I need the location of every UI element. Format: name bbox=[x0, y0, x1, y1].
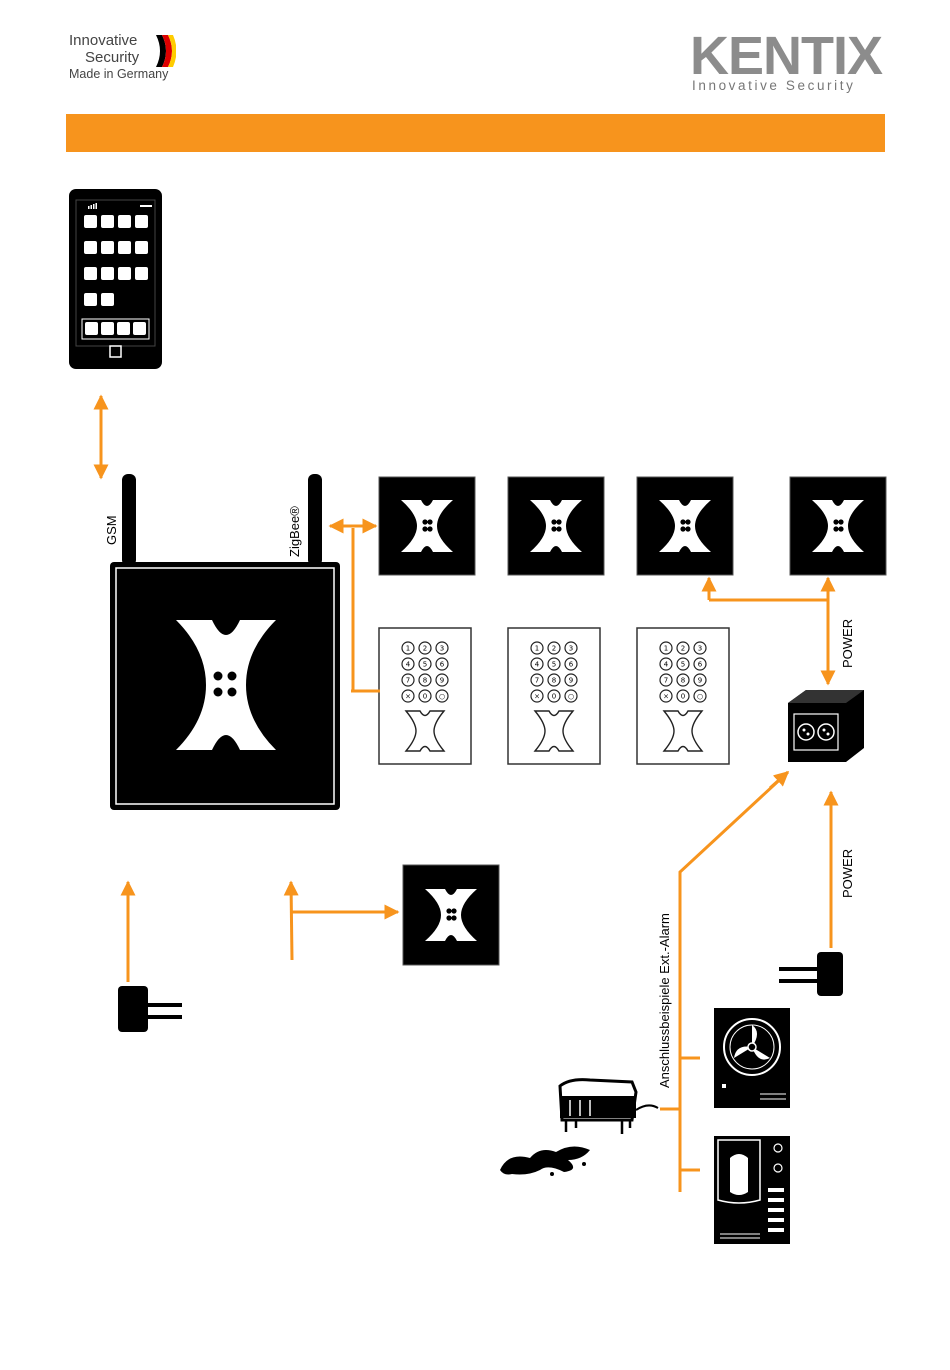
keypad-key-label: 1 bbox=[664, 645, 668, 653]
keypad-key-label: 7 bbox=[535, 677, 539, 685]
app-icon bbox=[84, 241, 97, 254]
app-icon bbox=[135, 215, 148, 228]
keypad-key-label: 7 bbox=[406, 677, 410, 685]
keypad-key-label: 0 bbox=[552, 693, 556, 701]
water-pump-device bbox=[560, 1080, 658, 1134]
keypad-key-label: 9 bbox=[698, 677, 702, 685]
multisensor-4 bbox=[790, 477, 886, 575]
multisensor-5 bbox=[403, 865, 499, 965]
keypad-key-label: 4 bbox=[535, 661, 540, 669]
dock-icon bbox=[117, 322, 130, 335]
app-icon bbox=[101, 293, 114, 306]
keypad-key-label: 6 bbox=[698, 661, 703, 669]
keypad-key-label: 4 bbox=[406, 661, 411, 669]
power-plug-left bbox=[118, 986, 182, 1032]
keypad-key-label: 5 bbox=[423, 661, 427, 669]
gsm-label: GSM bbox=[104, 515, 119, 545]
keypad-key-label: 1 bbox=[406, 645, 410, 653]
power-supply-box bbox=[788, 690, 864, 762]
keypad-key-label: 0 bbox=[681, 693, 685, 701]
app-icon bbox=[84, 215, 97, 228]
power-label-bottom: POWER bbox=[840, 849, 855, 898]
keypad-key-label: 6 bbox=[569, 661, 574, 669]
keypad-key-label: 2 bbox=[552, 645, 556, 653]
keypad-key-label: 8 bbox=[681, 677, 685, 685]
keypad-key-label: 3 bbox=[698, 645, 702, 653]
gsm-antenna bbox=[122, 474, 136, 566]
app-icon bbox=[118, 241, 131, 254]
app-icon bbox=[118, 267, 131, 280]
app-icon bbox=[101, 267, 114, 280]
keypad-key-label: 4 bbox=[664, 661, 669, 669]
ext-alarm-link bbox=[660, 772, 788, 1192]
zigbee-antenna bbox=[308, 474, 322, 566]
keypad-key-label: ○ bbox=[697, 693, 703, 701]
multisensor-2 bbox=[508, 477, 604, 575]
alarm-panel bbox=[714, 1136, 790, 1244]
keypad-key-label: 8 bbox=[423, 677, 427, 685]
keypad-key-label: 9 bbox=[569, 677, 573, 685]
keypad-key-label: 1 bbox=[535, 645, 539, 653]
multisensor-3 bbox=[637, 477, 733, 575]
app-icon bbox=[84, 293, 97, 306]
keypad-key-label: 2 bbox=[681, 645, 685, 653]
keypad-key-label: ○ bbox=[568, 693, 574, 701]
keypad-key-label: 5 bbox=[681, 661, 685, 669]
app-icon bbox=[84, 267, 97, 280]
keypad-key-label: × bbox=[663, 693, 669, 701]
fan-unit bbox=[714, 1008, 790, 1108]
keypad-key-label: 3 bbox=[569, 645, 573, 653]
water-puddle bbox=[500, 1146, 590, 1176]
dock-icon bbox=[101, 322, 114, 335]
power-plug-right bbox=[779, 952, 843, 996]
keypad-key-label: 9 bbox=[440, 677, 444, 685]
app-icon bbox=[101, 215, 114, 228]
keypad-key-label: 0 bbox=[423, 693, 427, 701]
keypad-key-label: 3 bbox=[440, 645, 444, 653]
smartphone bbox=[69, 189, 162, 369]
keypad-key-label: ○ bbox=[439, 693, 445, 701]
keypad-key-label: × bbox=[534, 693, 540, 701]
power-label-top: POWER bbox=[840, 619, 855, 668]
app-icon bbox=[118, 215, 131, 228]
keypad-key-label: 5 bbox=[552, 661, 556, 669]
app-icon bbox=[135, 267, 148, 280]
keypad-key-label: 6 bbox=[440, 661, 445, 669]
keypad-key-label: × bbox=[405, 693, 411, 701]
multisensor-1 bbox=[379, 477, 475, 575]
gateway-device bbox=[110, 562, 340, 810]
keypad-key-label: 2 bbox=[423, 645, 427, 653]
keypad-key-label: 7 bbox=[664, 677, 668, 685]
app-icon bbox=[101, 241, 114, 254]
dock-icon bbox=[133, 322, 146, 335]
keypad-key-label: 8 bbox=[552, 677, 556, 685]
ext-alarm-label: Anschlussbeispiele Ext.-Alarm bbox=[657, 913, 672, 1088]
zigbee-label: ZigBee® bbox=[287, 506, 302, 557]
app-icon bbox=[135, 241, 148, 254]
sensor-link-arrow bbox=[291, 882, 398, 960]
dock-icon bbox=[85, 322, 98, 335]
